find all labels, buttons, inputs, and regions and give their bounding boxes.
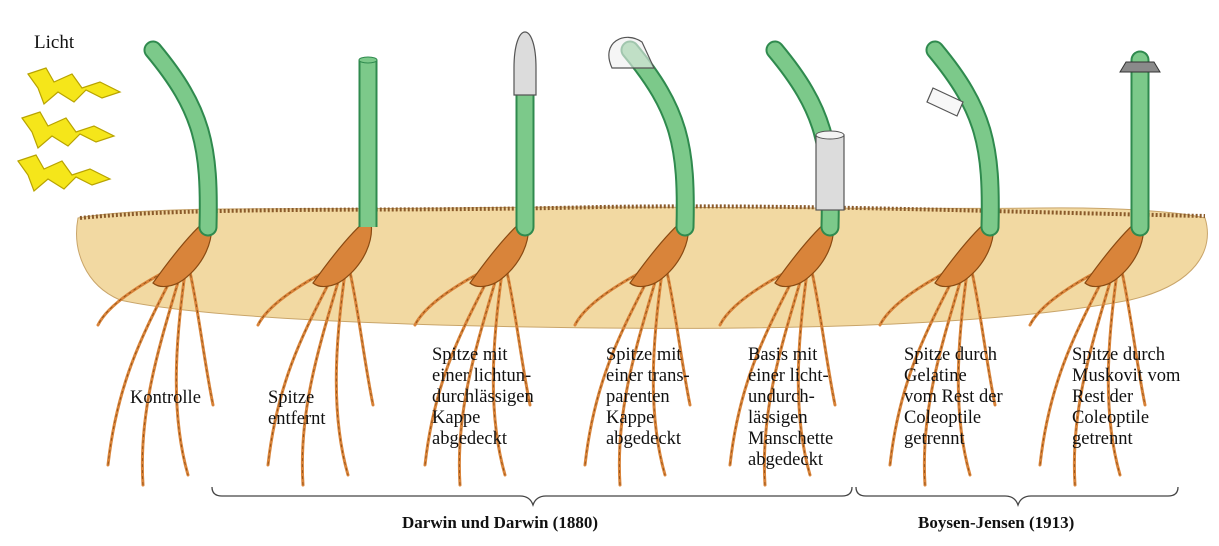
label-sleeve: Basis mit einer licht- undurch- lässigen… (748, 345, 833, 471)
lightning-icon (18, 155, 110, 191)
label-opaque-cap: Spitze mit einer lichtun- durchlässigen … (432, 345, 534, 450)
lightning-icon (28, 68, 120, 104)
opaque-sleeve (816, 135, 844, 210)
brace-boysen-jensen (856, 487, 1178, 505)
light-label: Licht (34, 32, 74, 54)
group-label-darwin: Darwin und Darwin (1880) (402, 513, 598, 533)
mica-plate (1120, 62, 1160, 72)
brace-darwin (212, 487, 852, 505)
label-mica: Spitze durch Muskovit vom Rest der Coleo… (1072, 345, 1180, 450)
label-transparent-cap: Spitze mit einer trans- parenten Kappe a… (606, 345, 690, 450)
lightning-icon (22, 112, 114, 148)
cut-surface (359, 57, 377, 63)
label-kontrolle: Kontrolle (130, 388, 201, 409)
label-gelatin: Spitze durch Gelatine vom Rest der Coleo… (904, 345, 1003, 450)
label-spitze-entfernt: Spitze entfernt (268, 388, 326, 430)
opaque-cap (514, 32, 536, 95)
group-label-boysen-jensen: Boysen-Jensen (1913) (918, 513, 1074, 533)
transparent-cap (609, 37, 654, 68)
